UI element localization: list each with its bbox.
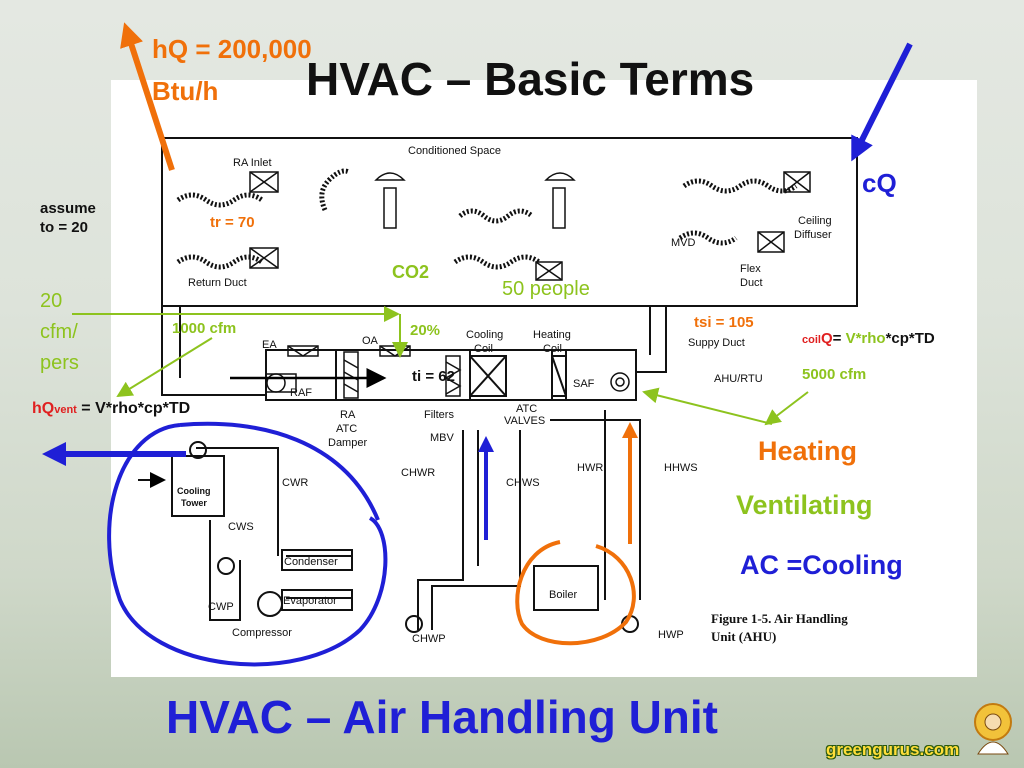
- label-heating-coil-2: Coil: [543, 343, 562, 355]
- label-saf: SAF: [573, 378, 595, 390]
- label-hwp: HWP: [658, 629, 684, 641]
- coil-q-rest: *cp*TD: [885, 330, 935, 347]
- label-oa: OA: [362, 335, 379, 347]
- guru-logo-icon: [974, 703, 1012, 755]
- green-5000cfm-arrow: [764, 391, 809, 426]
- label-cws: CWS: [228, 521, 254, 533]
- label-cooling-coil-1: Cooling: [466, 329, 503, 341]
- co2-label: CO2: [392, 262, 430, 282]
- coil-q-formula: coilQ= V*rho*cp*TD: [802, 330, 935, 347]
- label-condenser: Condenser: [284, 556, 338, 568]
- watermark-text: greengurus.com: [826, 740, 960, 759]
- conditioned-space-box: [161, 137, 858, 307]
- heating-label: Heating: [758, 436, 858, 466]
- label-boiler: Boiler: [549, 589, 577, 601]
- blue-chiller-loop-circle: [107, 423, 388, 667]
- people-label: 50 people: [502, 278, 590, 300]
- hq-vent-sub: vent: [54, 404, 77, 416]
- label-ra-inlet: RA Inlet: [233, 157, 272, 169]
- orange-heat-out-arrow: [120, 22, 175, 171]
- tr-label: tr = 70: [210, 214, 255, 231]
- label-heating-coil-1: Heating: [533, 329, 571, 341]
- bottom-title: HVAC – Air Handling Unit: [166, 691, 718, 743]
- hq-label-line1: hQ = 200,000: [152, 34, 312, 64]
- green-1000cfm-arrow: [116, 337, 213, 398]
- hq-vent-rest: = V*rho*cp*TD: [76, 400, 191, 417]
- coil-q-q: Q: [820, 330, 833, 347]
- label-raf: RAF: [290, 387, 312, 399]
- cooling-coil-symbol: [469, 355, 507, 397]
- ra-inlet-grilles: [249, 171, 811, 281]
- heating-coil-symbol: [551, 355, 567, 397]
- label-mbv: MBV: [430, 432, 455, 444]
- label-supply-duct: Suppy Duct: [688, 337, 745, 349]
- cfm-per-person-2: cfm/: [40, 321, 78, 343]
- blue-chiller-loop-top: [179, 421, 380, 521]
- pct-label: 20%: [410, 322, 441, 339]
- label-cooling-tower-2: Tower: [181, 498, 207, 508]
- raf-fan-symbol: [265, 373, 297, 393]
- label-return-duct: Return Duct: [188, 277, 247, 289]
- ventilating-label: Ventilating: [736, 490, 873, 520]
- label-cooling-coil-2: Coil: [474, 343, 493, 355]
- label-cooling-tower-1: Cooling: [177, 486, 211, 496]
- cfm5000-label: 5000 cfm: [802, 366, 867, 383]
- saf-fan-symbol: [610, 372, 630, 392]
- label-atc-valves-1: ATC: [516, 403, 537, 415]
- label-evaporator: Evaporator: [283, 595, 337, 607]
- ac-cooling-label: AC =Cooling: [740, 550, 903, 580]
- label-ea: EA: [262, 339, 277, 351]
- cooling-tower-symbol: [138, 441, 225, 517]
- label-chwp: CHWP: [412, 633, 446, 645]
- assume-line1: assume: [40, 200, 96, 217]
- hq-vent-h: hQ: [32, 400, 55, 417]
- assume-line2: to = 20: [40, 219, 88, 236]
- label-atc-valves-2: VALVES: [504, 415, 545, 427]
- flex-ducts: [176, 168, 798, 270]
- slide-title: HVAC – Basic Terms: [306, 53, 755, 105]
- label-ra-damper-3: Damper: [328, 437, 367, 449]
- coil-q-sub: coil: [802, 334, 821, 346]
- label-chwr: CHWR: [401, 467, 435, 479]
- label-ceiling-2: Diffuser: [794, 229, 832, 241]
- label-compressor: Compressor: [232, 627, 292, 639]
- cfm-per-person-3: pers: [40, 352, 79, 374]
- label-hhws: HHWS: [664, 462, 698, 474]
- orange-boiler-circle: [515, 540, 636, 646]
- hq-vent-formula: hQvent = V*rho*cp*TD: [32, 400, 190, 418]
- figure-caption-2: Unit (AHU): [711, 629, 776, 644]
- ra-damper-symbol: [343, 351, 359, 399]
- filters-symbol: [444, 355, 462, 397]
- label-ahu-rtu: AHU/RTU: [714, 373, 763, 385]
- ti-label: ti = 62: [412, 368, 455, 385]
- tsi-label: tsi = 105: [694, 314, 754, 331]
- cq-label: cQ: [862, 168, 897, 198]
- label-cwr: CWR: [282, 477, 308, 489]
- label-flex-2: Duct: [740, 277, 763, 289]
- label-flex-1: Flex: [740, 263, 761, 275]
- label-filters: Filters: [424, 409, 454, 421]
- label-hwr: HWR: [577, 462, 603, 474]
- label-ra-damper-2: ATC: [336, 423, 357, 435]
- coil-q-eq: =: [832, 330, 846, 347]
- ceiling-diffusers: [374, 172, 576, 229]
- green-supply-arrow: [642, 387, 773, 425]
- label-mvd: MVD: [671, 237, 696, 249]
- label-chws: CHWS: [506, 477, 540, 489]
- blue-cooling-in-arrow: [851, 42, 913, 162]
- label-ceiling-1: Ceiling: [798, 215, 832, 227]
- label-cwp: CWP: [208, 601, 234, 613]
- figure-caption-1: Figure 1-5. Air Handling: [711, 611, 848, 626]
- hq-label-line2: Btu/h: [152, 76, 219, 106]
- boiler-box: [533, 565, 599, 611]
- piping: [196, 410, 641, 630]
- label-conditioned-space: Conditioned Space: [408, 145, 501, 157]
- coil-q-vrho: V*rho: [845, 330, 886, 347]
- cfm1000-label: 1000 cfm: [172, 320, 237, 337]
- label-ra-damper-1: RA: [340, 409, 356, 421]
- cfm-per-person-1: 20: [40, 290, 63, 312]
